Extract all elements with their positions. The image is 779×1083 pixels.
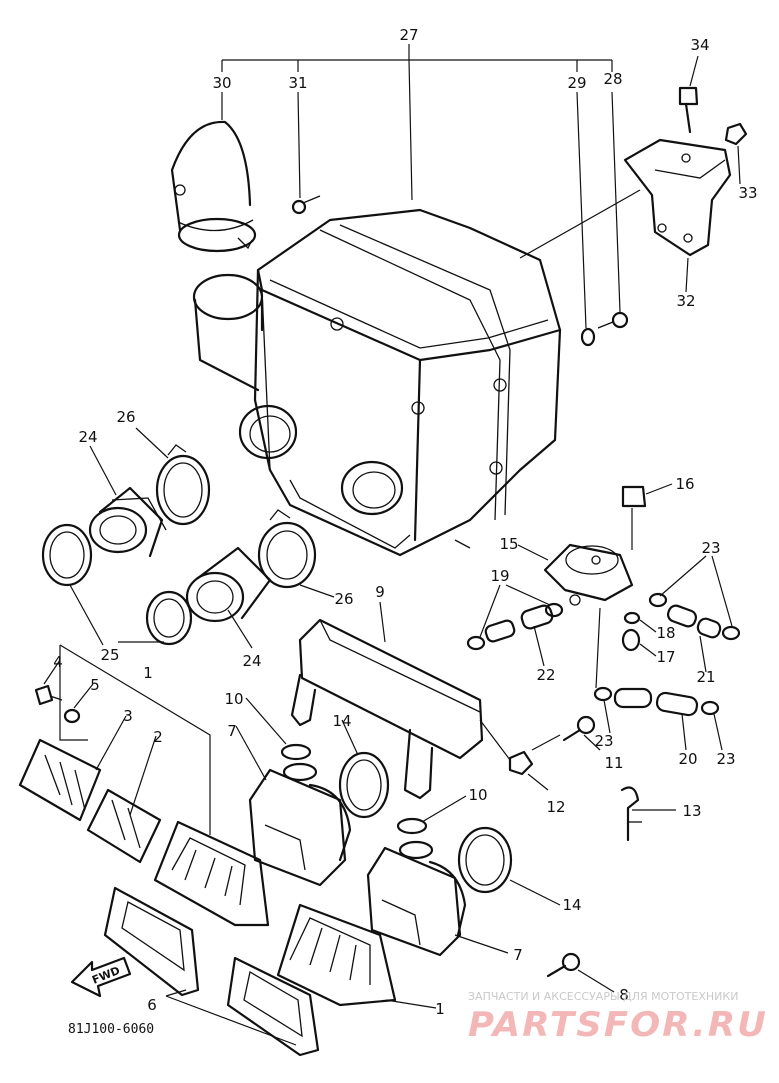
cap-17	[621, 628, 641, 652]
callout-10-upper: 10	[224, 690, 243, 708]
callout-23-right: 23	[716, 750, 735, 768]
callout-6: 6	[147, 996, 157, 1014]
callout-5: 5	[90, 676, 100, 694]
callout-24-upper: 24	[78, 428, 97, 446]
clamp-25-left	[41, 523, 93, 587]
bolt-11	[562, 715, 596, 742]
callout-31: 31	[288, 74, 307, 92]
gasket-6-left	[103, 886, 200, 997]
callout-22: 22	[536, 666, 555, 684]
screw-4	[34, 684, 63, 706]
clamp-14-upper	[338, 751, 390, 819]
callout-14-upper: 14	[332, 712, 351, 730]
intake-silencer	[290, 618, 484, 800]
manifold-7-lower	[366, 840, 467, 957]
nut-12	[508, 750, 534, 776]
o-ring-10-lower	[396, 817, 428, 835]
reed-3	[18, 738, 102, 822]
reed-block-1-upper	[153, 820, 270, 927]
hose-group	[466, 592, 741, 717]
callout-7-lower: 7	[513, 946, 523, 964]
clamp-25-right	[145, 590, 193, 646]
callout-32: 32	[676, 292, 695, 310]
clamp-26-upper	[155, 444, 211, 526]
leader-lines	[43, 44, 741, 1046]
callout-19: 19	[490, 567, 509, 585]
washer-18	[623, 611, 641, 625]
callout-11: 11	[604, 754, 623, 772]
callout-29: 29	[567, 74, 586, 92]
callout-12: 12	[546, 798, 565, 816]
callout-28: 28	[603, 70, 622, 88]
bracket-32	[623, 138, 732, 257]
callout-20: 20	[678, 750, 697, 768]
callout-33: 33	[738, 184, 757, 202]
callout-1-lower: 1	[435, 1000, 445, 1018]
callout-23-upper: 23	[701, 539, 720, 557]
o-ring-10-upper	[280, 743, 312, 761]
callout-26-lower: 26	[334, 590, 353, 608]
callout-15: 15	[499, 535, 518, 553]
callout-8: 8	[619, 986, 629, 1004]
clamp-26-lower	[257, 509, 317, 589]
joint-24-upper	[88, 486, 167, 558]
air-box-assembly	[192, 208, 562, 557]
callout-26-upper: 26	[116, 408, 135, 426]
callout-18: 18	[656, 624, 675, 642]
screw-28	[597, 311, 629, 329]
callout-30: 30	[212, 74, 231, 92]
callout-1-upper: 1	[143, 664, 153, 682]
watermark-logo: PARTSFOR.RU	[468, 1005, 768, 1045]
manifold-7-upper	[248, 762, 352, 887]
callout-3: 3	[123, 707, 133, 725]
callout-17: 17	[656, 648, 675, 666]
callout-14-lower: 14	[562, 896, 581, 914]
reed-block-1-lower	[276, 903, 397, 1007]
callout-7-upper: 7	[227, 722, 237, 740]
valve-15	[543, 543, 634, 606]
callout-27: 27	[399, 26, 418, 44]
screw-31	[291, 195, 321, 215]
callout-25: 25	[100, 646, 119, 664]
stopper-2	[86, 788, 162, 864]
washer-5	[63, 708, 81, 724]
nut-33	[724, 122, 748, 146]
drawing-code: 81J100-6060	[68, 1022, 154, 1037]
washer-29	[580, 327, 596, 347]
callout-9: 9	[375, 583, 385, 601]
clip-13	[620, 786, 642, 842]
intake-cap	[170, 120, 257, 253]
callout-labels: 27 30 31 29 28 34 33 32 26 24 26 24 25 1…	[53, 26, 757, 1018]
watermark-caption: ЗАПЧАСТИ И АКСЕССУАРЫ ДЛЯ МОТОТЕХНИКИ	[468, 990, 738, 1003]
gasket-6-right	[226, 956, 320, 1057]
bolt-34	[678, 86, 699, 134]
callout-21: 21	[696, 668, 715, 686]
joint-24-lower	[185, 546, 272, 623]
forward-arrow: FWD	[70, 956, 132, 998]
bolt-8	[546, 952, 581, 978]
callout-16: 16	[675, 475, 694, 493]
callout-13: 13	[682, 802, 701, 820]
callout-34: 34	[690, 36, 709, 54]
callout-24-lower: 24	[242, 652, 261, 670]
callout-23-mid: 23	[594, 732, 613, 750]
watermark: ЗАПЧАСТИ И АКСЕССУАРЫ ДЛЯ МОТОТЕХНИКИ PA…	[468, 990, 768, 1045]
cap-16	[621, 485, 647, 508]
callout-10-lower: 10	[468, 786, 487, 804]
callout-4: 4	[53, 653, 63, 671]
clamp-14-lower	[457, 826, 513, 894]
callout-2: 2	[153, 728, 163, 746]
